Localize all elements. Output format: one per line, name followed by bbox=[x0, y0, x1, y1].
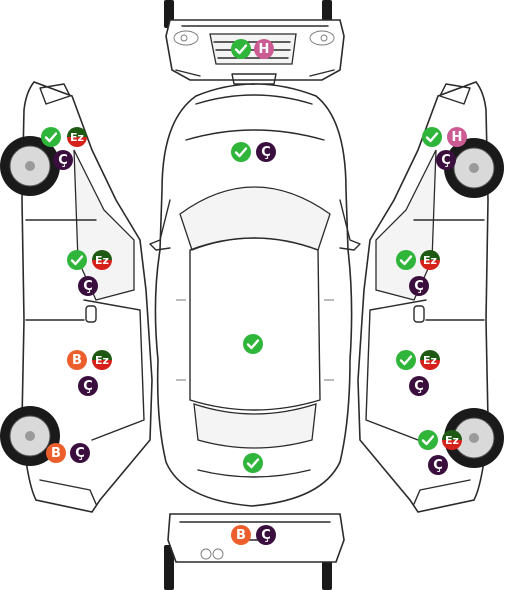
check-icon bbox=[234, 147, 248, 158]
badge-c-right-front-fender[interactable]: Ç bbox=[436, 150, 456, 170]
badge-ok-trunk[interactable] bbox=[243, 453, 263, 473]
check-icon bbox=[70, 255, 84, 266]
badge-c-hood[interactable]: Ç bbox=[256, 142, 276, 162]
check-icon bbox=[234, 44, 248, 55]
badge-ez-left-rear-door[interactable]: Ez bbox=[92, 350, 112, 370]
badge-ez-right-front-door[interactable]: Ez bbox=[420, 250, 440, 270]
check-icon bbox=[399, 255, 413, 266]
badge-c-right-rear-door[interactable]: Ç bbox=[409, 376, 429, 396]
badge-ok-left-front-door[interactable] bbox=[67, 250, 87, 270]
check-icon bbox=[399, 355, 413, 366]
badge-c-left-front-fender[interactable]: Ç bbox=[53, 150, 73, 170]
badge-c-left-rear-fender[interactable]: Ç bbox=[70, 443, 90, 463]
badge-ok-right-front-door[interactable] bbox=[396, 250, 416, 270]
check-icon bbox=[421, 435, 435, 446]
check-icon bbox=[425, 132, 439, 143]
badge-ez-right-rear-door[interactable]: Ez bbox=[420, 350, 440, 370]
badge-c-left-front-door[interactable]: Ç bbox=[78, 276, 98, 296]
badge-ez-left-front-fender[interactable]: Ez bbox=[67, 127, 87, 147]
badge-ez-left-front-door[interactable]: Ez bbox=[92, 250, 112, 270]
badge-ok-right-front-fender[interactable] bbox=[422, 127, 442, 147]
badge-ok-left-front-fender[interactable] bbox=[41, 127, 61, 147]
badge-b-rear[interactable]: B bbox=[231, 525, 251, 545]
badge-ok-front[interactable] bbox=[231, 39, 251, 59]
left-side-view bbox=[0, 81, 153, 513]
check-icon bbox=[246, 339, 260, 350]
check-icon bbox=[246, 458, 260, 469]
badge-c-right-front-door[interactable]: Ç bbox=[409, 276, 429, 296]
badge-ok-roof[interactable] bbox=[243, 334, 263, 354]
badge-h-front[interactable]: H bbox=[254, 39, 274, 59]
badge-ok-hood[interactable] bbox=[231, 142, 251, 162]
badge-ez-right-rear-fender[interactable]: Ez bbox=[442, 430, 462, 450]
badge-ok-right-rear-door[interactable] bbox=[396, 350, 416, 370]
badge-b-left-rear-door[interactable]: B bbox=[67, 350, 87, 370]
badge-b-left-rear-fender[interactable]: B bbox=[46, 443, 66, 463]
badge-c-rear[interactable]: Ç bbox=[256, 525, 276, 545]
badge-ok-right-rear-fender[interactable] bbox=[418, 430, 438, 450]
check-icon bbox=[44, 132, 58, 143]
front-view bbox=[164, 0, 345, 85]
badge-h-right-front-fender[interactable]: H bbox=[447, 127, 467, 147]
badge-c-left-rear-door[interactable]: Ç bbox=[78, 376, 98, 396]
badge-c-right-rear-fender[interactable]: Ç bbox=[428, 455, 448, 475]
